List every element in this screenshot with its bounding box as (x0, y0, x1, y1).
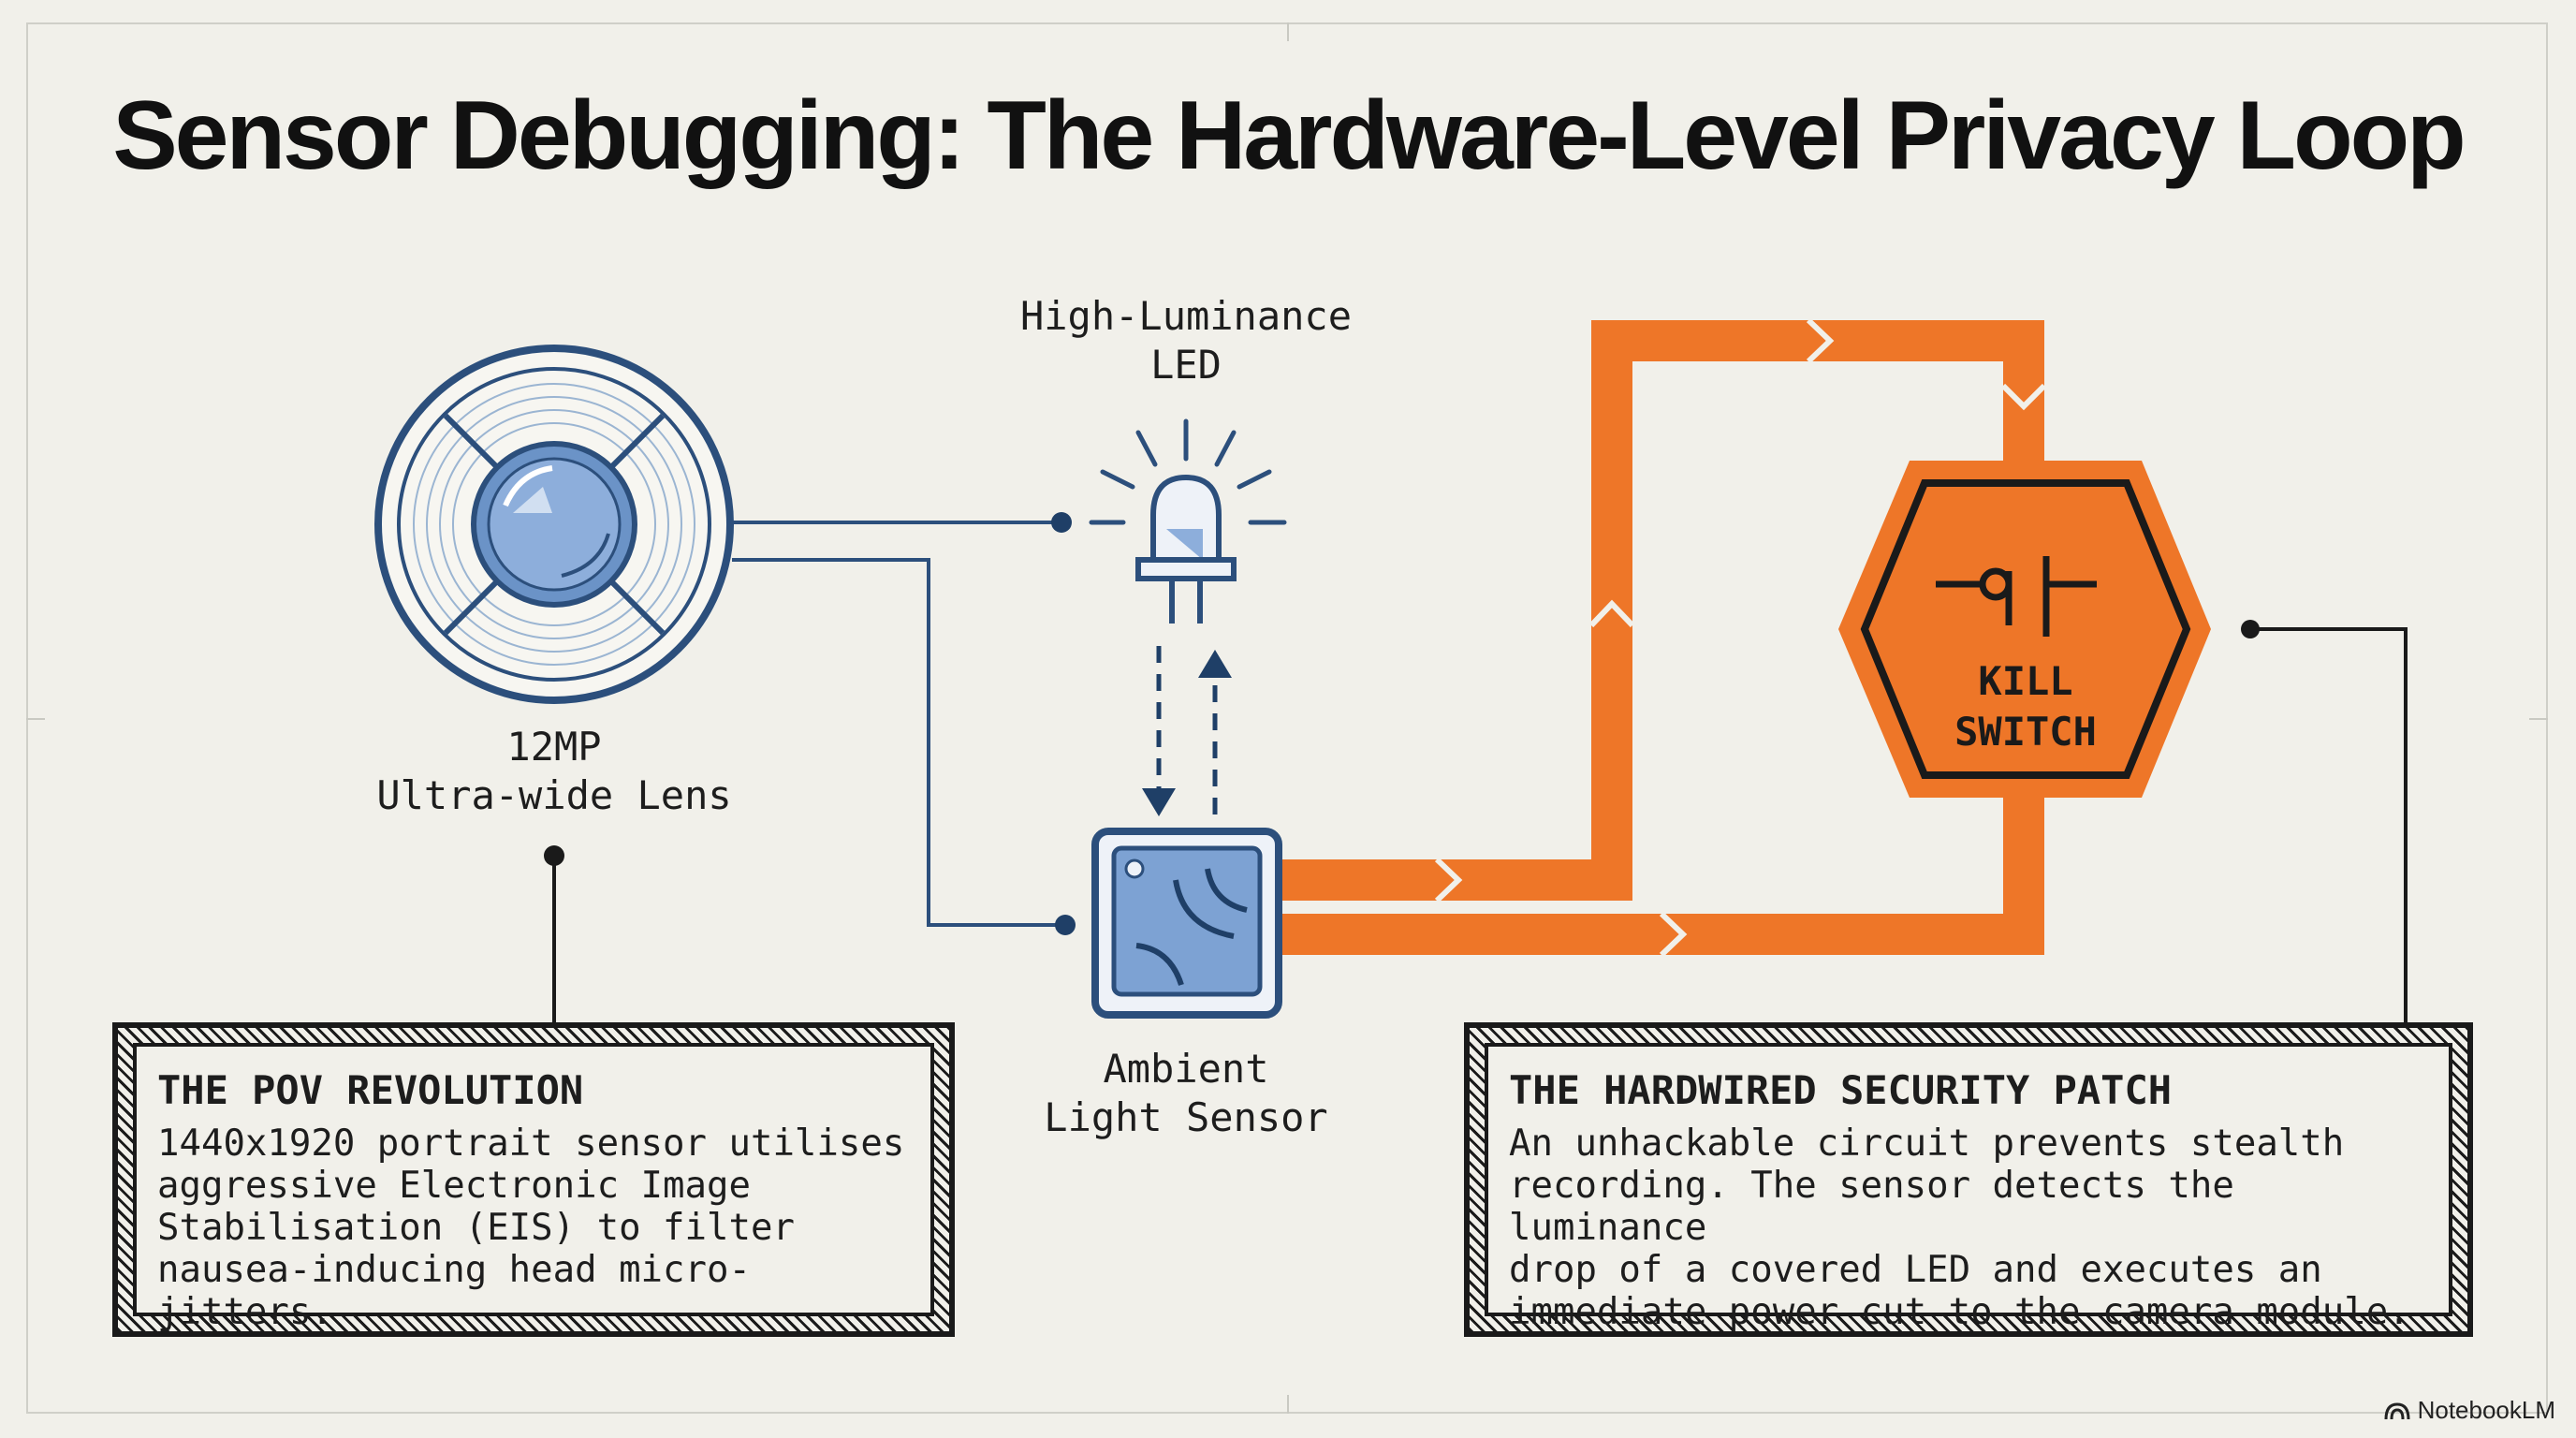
security-box-body: An unhackable circuit prevents stealth r… (1509, 1123, 2410, 1333)
lens-icon (374, 345, 734, 704)
kill-switch-label-line2: SWITCH (1954, 709, 2097, 755)
pov-box-body: 1440x1920 portrait sensor utilises aggre… (157, 1123, 905, 1333)
led-icon (1089, 418, 1287, 624)
sensor-label: Ambient Light Sensor (1044, 1046, 1328, 1140)
power-loop-path (1282, 320, 2044, 955)
notebooklm-branding: NotebookLM (2384, 1396, 2555, 1425)
kill-switch-label-line1: KILL (1978, 658, 2072, 704)
notebooklm-logo-icon (2384, 1401, 2410, 1419)
pov-revolution-box: THE POV REVOLUTION 1440x1920 portrait se… (112, 1022, 955, 1337)
pov-box-title: THE POV REVOLUTION (157, 1067, 584, 1113)
branding-text: NotebookLM (2417, 1396, 2555, 1424)
led-label: High-Luminance LED (1019, 293, 1352, 388)
security-box-title: THE HARDWIRED SECURITY PATCH (1509, 1067, 2173, 1113)
security-patch-box: THE HARDWIRED SECURITY PATCH An unhackab… (1464, 1022, 2473, 1337)
kill-switch-hexagon: KILL SWITCH (1838, 461, 2211, 798)
lens-label: 12MP Ultra-wide Lens (376, 724, 732, 818)
switch-symbol-icon (1936, 556, 2097, 637)
light-sensor-icon (1091, 828, 1282, 1019)
page-title: Sensor Debugging: The Hardware-Level Pri… (112, 81, 2466, 190)
